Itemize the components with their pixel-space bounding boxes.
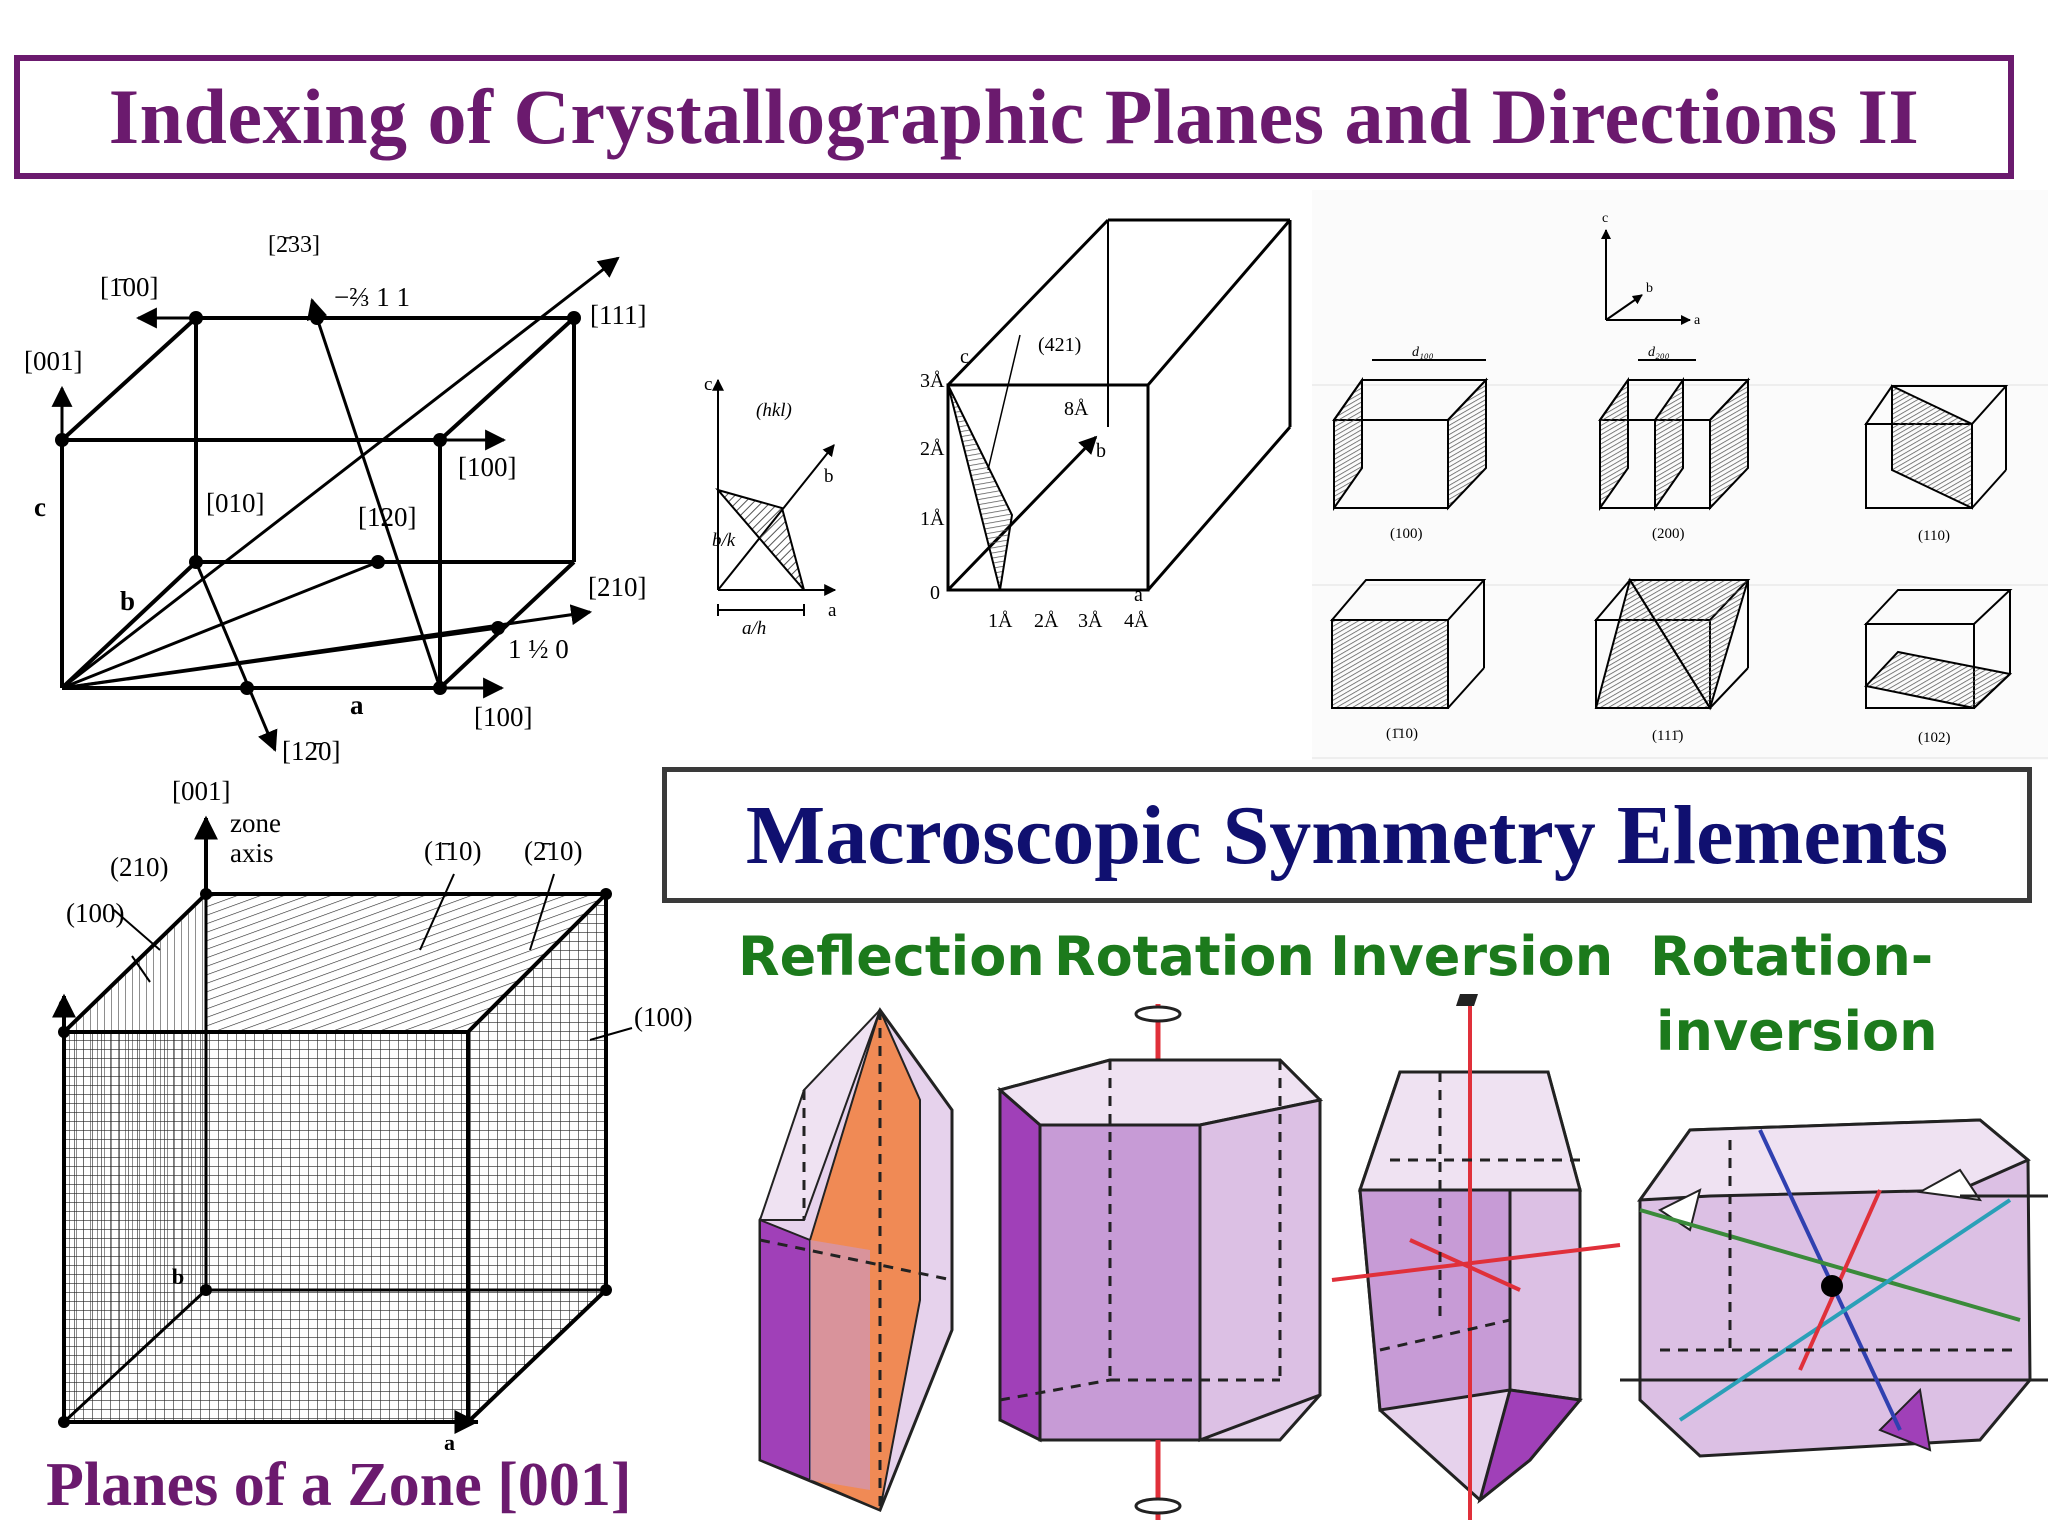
caption-bar110: (1̄10) [1386,726,1418,742]
zone-axis-label-1: zone [230,808,281,838]
axis-a-label: a [350,690,364,720]
axis-b-label: b [120,586,135,616]
d200-label: d₂₀₀ [1648,345,1670,360]
plane-421-diagram: (421) c b a 3Å 2Å 1Å 0 8Å 1Å 2Å 3Å 4Å [920,215,1300,645]
label-100-mid: [100] [458,452,516,482]
p421-axis-a: a [1134,584,1143,606]
caption-100: (100) [1390,526,1423,542]
p421-axis-c: c [960,346,969,368]
label-frac-direction: −⅔ 1 1 [334,282,410,312]
zone-axis-a: a [444,1430,455,1450]
p421-x4: 4Å [1124,610,1149,632]
p421-b8: 8Å [1064,398,1089,420]
axis-c-label: c [34,492,46,522]
direction-vectors [51,256,620,752]
label-210: [210] [588,572,646,602]
hkl-axis-c: c [704,374,712,395]
rotation-label: Rotation [1054,925,1315,988]
grid-axis-c: c [1602,211,1608,226]
caption-110: (110) [1918,528,1950,544]
plane-bar210-label: (2̄10) [524,836,582,866]
reflection-label: Reflection [738,925,1045,988]
caption-11bar1: (111̄) [1652,728,1683,744]
rotation-crystal [990,1000,1330,1530]
hkl-label: (hkl) [756,400,792,421]
hkl-ah-label: a/h [742,618,766,639]
plane-100prime-label: (100) [634,1002,692,1032]
zone-axis-b: b [172,1264,184,1289]
zone-axis-label-2: axis [230,838,274,868]
hkl-intercept-diagram: (hkl) c b a b/k a/h [700,360,850,690]
zone-axis-c: c [58,990,68,1015]
zone-001-label: [001] [172,776,230,806]
p421-y1: 1Å [920,508,945,530]
hkl-axis-a: a [828,600,837,621]
label-010: [010] [206,488,264,518]
label-100-bottom: [100] [474,702,532,732]
cube-11bar1 [1593,577,1751,711]
caption-200: (200) [1652,526,1685,542]
hkl-axis-b: b [824,466,834,487]
cube-200 [1598,376,1751,512]
plane-421-label: (421) [1038,334,1081,356]
page-title: Indexing of Crystallographic Planes and … [108,73,1920,160]
rotation-inversion-crystal [1620,1100,2048,1470]
zone-planes-diagram: [001] zone axis (210) (100) (1̄10) (2̄10… [20,770,720,1450]
plane-210-label: (210) [110,852,168,882]
directions-diagram: [1̄00] [2̄33] −⅔ 1 1 [111] [001] [100] [… [20,220,700,780]
miller-planes-grid: c b a d₁₀₀ d₂₀₀ [1312,190,2048,760]
label-1half0: 1 ½ 0 [508,634,569,664]
lattice-points [55,311,581,695]
symmetry-heading: Macroscopic Symmetry Elements [745,788,1949,882]
caption-102: (102) [1918,730,1951,746]
label-233: [2̄33] [268,232,320,258]
plane-100-label: (100) [66,898,124,928]
plane-bar110-label: (1̄10) [424,836,481,866]
rotation-inversion-label-2: inversion [1656,1000,1938,1063]
cube-bar110 [1329,579,1487,709]
reflection-crystal [730,1000,960,1520]
label-minus100: [1̄00] [100,272,158,302]
hkl-bk-label: b/k [712,530,736,551]
p421-y2: 2Å [920,438,945,460]
cube-100 [1332,376,1489,512]
d100-label: d₁₀₀ [1412,345,1434,360]
cube-102 [1863,589,2013,710]
zone-caption: Planes of a Zone [001] [46,1451,632,1519]
symmetry-heading-box: Macroscopic Symmetry Elements [662,767,2032,903]
label-1bar20: [12̄0] [282,736,340,766]
p421-y3: 3Å [920,370,945,392]
grid-axis-b: b [1646,281,1653,296]
p421-x2: 2Å [1034,610,1059,632]
p421-zero: 0 [930,582,940,604]
p421-axis-b: b [1096,440,1106,462]
label-111: [111] [590,300,646,330]
grid-axis-a: a [1694,313,1701,328]
label-001: [001] [24,346,82,376]
p421-x3: 3Å [1078,610,1103,632]
label-120: [120] [358,502,416,532]
title-box: Indexing of Crystallographic Planes and … [14,55,2014,179]
inversion-crystal [1330,990,1630,1520]
rotation-inversion-label-1: Rotation- [1650,925,1934,988]
inversion-label: Inversion [1330,925,1614,988]
p421-x1: 1Å [988,610,1013,632]
cube-110 [1864,384,2009,510]
